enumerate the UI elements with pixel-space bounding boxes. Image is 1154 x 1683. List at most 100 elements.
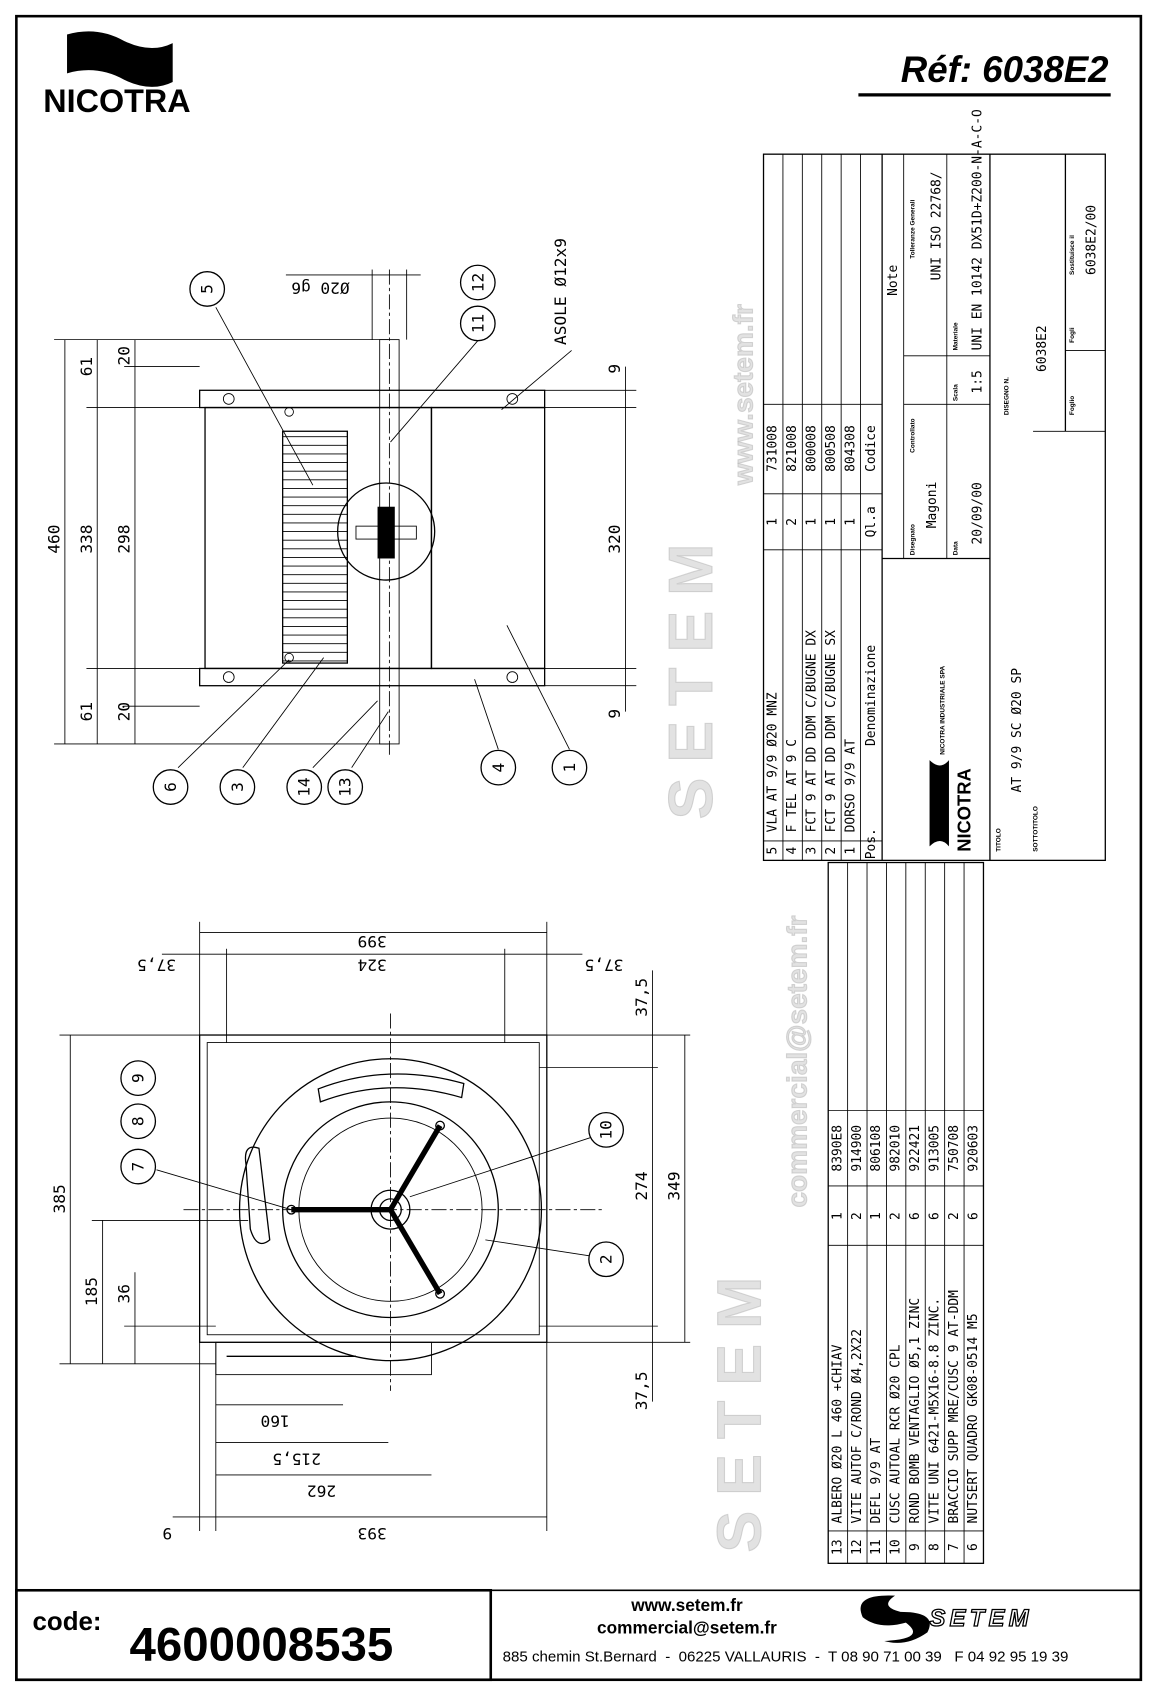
setem-logo: SETEM xyxy=(860,1595,1033,1643)
balloon-5: 5 xyxy=(189,271,226,307)
row-name: VITE AUTOF C/ROND Ø4,2X22 xyxy=(850,1329,865,1524)
row-code: 731008 xyxy=(766,425,781,472)
balloon-label: 3 xyxy=(228,782,247,792)
row-code: 800008 xyxy=(805,425,820,472)
row-pos: 8 xyxy=(927,1543,942,1551)
subtitle-label: SOTTOTITOLO xyxy=(1032,806,1039,852)
row-qty: 1 xyxy=(830,1212,845,1220)
note-header: Note xyxy=(886,265,901,296)
row-name: VITE UNI 6421-M5X16-8.8 ZINC. xyxy=(927,1298,942,1524)
row-name: ALBERO Ø20 L 460 +CHIAV xyxy=(830,1344,845,1523)
row-code: 750708 xyxy=(947,1125,962,1172)
dim-20-bottom: 20 xyxy=(115,702,134,721)
sheet-label: Foglio xyxy=(1069,396,1076,415)
balloon-label: 8 xyxy=(129,1116,148,1126)
row-name: DEFL 9/9 AT xyxy=(869,1438,884,1524)
dim-9: 9 xyxy=(162,1524,172,1543)
dim-9-bottom: 9 xyxy=(605,709,624,719)
row-code: 922421 xyxy=(908,1125,923,1172)
sheets-label: Fogli xyxy=(1069,327,1076,343)
balloon-12: 12 xyxy=(459,264,496,301)
watermark-url: www.setem.fr xyxy=(728,304,759,486)
sheet-border xyxy=(15,14,1143,1682)
header-pos: Pos. xyxy=(864,828,879,859)
dim-399: 399 xyxy=(358,932,387,951)
row-pos: 12 xyxy=(850,1539,865,1555)
balloon-label: 11 xyxy=(468,314,487,333)
row-code: 806108 xyxy=(869,1125,884,1172)
row-name: NUTSERT QUADRO GK08-0514 M5 xyxy=(966,1313,981,1523)
dim-36: 36 xyxy=(115,1284,134,1303)
header-qty: Ql.a xyxy=(864,506,879,537)
balloon-10: 10 xyxy=(588,1112,625,1148)
dim-9-top: 9 xyxy=(605,364,624,374)
dim-385: 385 xyxy=(50,1184,69,1213)
material-label: Materiale xyxy=(953,322,960,350)
balloon-9: 9 xyxy=(120,1060,157,1097)
date-value: 20/09/00 xyxy=(970,482,985,544)
row-qty: 1 xyxy=(766,518,781,526)
balloon-label: 5 xyxy=(198,284,217,294)
dim-324: 324 xyxy=(358,956,387,975)
row-qty: 6 xyxy=(927,1212,942,1220)
drawing-number-label: DISEGNO N. xyxy=(1003,377,1010,415)
tolerance-value: UNI ISO 22768/ xyxy=(929,171,944,280)
row-pos: 13 xyxy=(830,1539,845,1555)
drawing-number-value: 6038E2 xyxy=(1035,325,1050,372)
dim-20-top: 20 xyxy=(115,346,134,365)
dim-262: 262 xyxy=(307,1482,336,1501)
watermark-email: commercial@setem.fr xyxy=(782,915,813,1207)
tolerance-label: Tolleranze Generali xyxy=(909,199,916,258)
row-pos: 6 xyxy=(966,1543,981,1551)
row-name: VLA AT 9/9 Ø20 MNZ xyxy=(766,692,781,832)
dim-320: 320 xyxy=(605,524,624,553)
balloon-label: 13 xyxy=(336,777,355,796)
header-code: Codice xyxy=(864,425,879,472)
row-qty: 6 xyxy=(966,1212,981,1220)
row-name: CUSC AUTOAL RCR Ø20 CPL xyxy=(889,1344,904,1523)
side-view: 460 338 298 61 61 20 20 320 9 9 Ø20 g6 A… xyxy=(44,238,637,805)
setem-watermark: SETEM www.setem.fr SETEM commercial@sete… xyxy=(655,303,813,1553)
balloon-label: 4 xyxy=(489,763,508,773)
dim-37-5-top-right: 37,5 xyxy=(584,956,623,975)
row-name: DORSO 9/9 AT xyxy=(843,739,858,833)
setem-logo-text: SETEM xyxy=(930,1606,1033,1632)
footer-email[interactable]: commercial@setem.fr xyxy=(597,1617,777,1637)
dim-shaft-diameter: Ø20 g6 xyxy=(291,278,349,297)
row-pos: 10 xyxy=(889,1539,904,1555)
nicotra-logo-text: NICOTRA xyxy=(43,83,190,119)
row-code: 800508 xyxy=(824,425,839,472)
balloon-3: 3 xyxy=(219,769,256,805)
row-qty: 2 xyxy=(947,1212,962,1220)
company-name: NICOTRA INDUSTRIALE SPA xyxy=(940,665,947,754)
code-label: code: xyxy=(33,1608,102,1636)
row-pos: 2 xyxy=(824,847,839,855)
replaces-label: Sostituisce il xyxy=(1069,235,1076,275)
material-value: UNI EN 10142 DX51D+Z200-N-A-C-O xyxy=(970,109,985,350)
row-code: 982010 xyxy=(889,1125,904,1172)
drawn-label: Disegnato xyxy=(909,524,916,555)
row-name: F TEL AT 9 C xyxy=(785,739,800,832)
balloon-label: 10 xyxy=(597,1120,616,1139)
row-name: BRACCIO SUPP MRE/CUSC 9 AT-DDM xyxy=(947,1290,962,1524)
balloon-2: 2 xyxy=(588,1241,625,1278)
dim-61-bottom: 61 xyxy=(77,702,96,721)
front-view: 399 324 37,5 37,5 37,5 274 349 37,5 385 … xyxy=(50,921,691,1543)
balloon-label: 7 xyxy=(129,1162,148,1172)
row-code: 804308 xyxy=(843,425,858,472)
footer-website[interactable]: www.setem.fr xyxy=(630,1595,743,1615)
dim-61-top: 61 xyxy=(77,357,96,376)
watermark-brand-1: SETEM xyxy=(656,529,726,820)
row-pos: 1 xyxy=(843,847,858,855)
row-qty: 1 xyxy=(843,518,858,526)
title-label: TITOLO xyxy=(996,828,1003,852)
